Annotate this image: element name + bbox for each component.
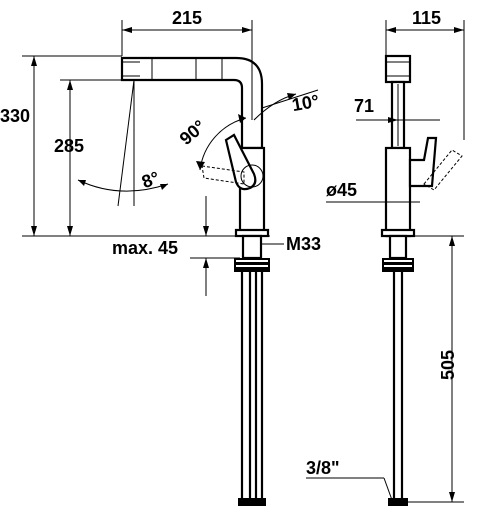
lever-handle [224,133,257,191]
dim-deck-thickness: max. 45 [112,238,178,258]
dim-tilt-angle: 10° [290,91,320,115]
dim-spout-reach: 215 [172,8,202,28]
dim-thread: M33 [286,234,321,254]
dim-body-diameter: ø45 [326,180,357,200]
dim-connection: 3/8" [306,458,340,478]
side-body-column [384,146,412,238]
side-view [306,20,465,506]
side-lever [408,136,438,188]
dim-hose-length: 505 [438,350,458,380]
dim-spout-height: 285 [54,136,84,156]
supply-hoses [238,272,266,506]
dim-swivel-angle: 90° [176,116,210,149]
dim-handle-offset: 71 [354,96,374,116]
dim-spray-angle: 8° [139,167,162,192]
front-view [22,20,319,506]
side-spray-head [384,54,412,84]
dim-side-width: 115 [412,8,441,28]
threaded-shank [241,234,263,260]
body-column [238,146,266,236]
dim-total-height: 330 [0,106,30,126]
